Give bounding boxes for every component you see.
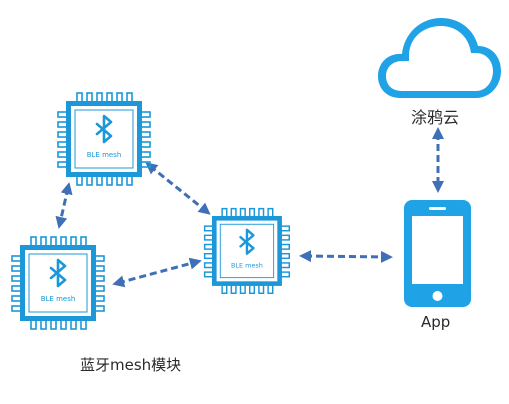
cloud-label: 涂鸦云 <box>411 108 460 127</box>
chip-pin <box>230 207 237 218</box>
chip-pin <box>106 175 113 186</box>
chip-pin <box>40 319 47 330</box>
chip-pin <box>30 236 37 247</box>
chip-pin <box>280 234 291 241</box>
cloud-inner <box>386 26 493 91</box>
smartphone-speaker <box>429 207 446 210</box>
chip-pin <box>221 284 228 295</box>
chip-pin <box>116 92 123 103</box>
chip-pin <box>126 92 133 103</box>
chip-pin <box>86 175 93 186</box>
chip-pin <box>203 243 214 250</box>
chip-pin <box>57 151 68 158</box>
chip-pin <box>96 92 103 103</box>
chip-pin <box>140 161 151 168</box>
chip-pin <box>280 252 291 260</box>
chip-pin <box>248 207 256 218</box>
chip-label: BLE mesh <box>41 295 76 303</box>
chip-pin <box>57 111 68 118</box>
chip-pin <box>80 236 87 247</box>
chip-pin <box>70 236 77 247</box>
chip-pin <box>280 243 291 250</box>
chip-pin <box>57 141 68 148</box>
chip-pin <box>267 207 274 218</box>
chip-pin <box>140 151 151 158</box>
chip-pin <box>94 285 105 292</box>
chip-pin <box>280 262 291 269</box>
chip-pin <box>50 236 57 247</box>
chip-center: BLE mesh <box>203 207 291 295</box>
chip-pin <box>140 141 151 148</box>
chip-pin <box>280 225 291 232</box>
chip-pin <box>94 275 105 282</box>
chip-pin <box>11 295 22 302</box>
chip-pin <box>40 236 47 247</box>
chip-pin <box>140 121 151 128</box>
chip-label: BLE mesh <box>87 151 122 159</box>
chip-pin <box>94 265 105 272</box>
chip-pin <box>96 175 103 186</box>
chip-pin <box>11 265 22 272</box>
chip-pin <box>70 319 77 330</box>
chip-pin <box>140 111 151 118</box>
chip-pin <box>11 285 22 292</box>
chip-pin <box>94 305 105 312</box>
mesh-module-label: 蓝牙mesh模块 <box>80 356 182 374</box>
chip-pin <box>126 175 133 186</box>
chip-pin <box>50 319 57 330</box>
chip-left: BLE mesh <box>11 236 105 330</box>
chip-pin <box>267 284 274 295</box>
chip-pin <box>280 271 291 278</box>
chip-pin <box>60 319 67 330</box>
chip-pin <box>60 236 67 247</box>
chip-pin <box>230 284 237 295</box>
chip-pin <box>94 255 105 262</box>
bluetooth-icon <box>239 228 255 255</box>
chip-pin <box>203 234 214 241</box>
chip-pin <box>248 284 256 295</box>
chip-pin <box>106 92 113 103</box>
chip-pin <box>80 319 87 330</box>
chip-pin <box>94 295 105 302</box>
chip-top: BLE mesh <box>57 92 151 186</box>
app-label: App <box>421 313 451 331</box>
bluetooth-icon <box>49 258 67 288</box>
chip-pin <box>86 92 93 103</box>
chip-pin <box>203 271 214 278</box>
chip-pin <box>11 305 22 312</box>
chip-pin <box>203 262 214 269</box>
chip-pin <box>76 175 83 186</box>
chip-border <box>74 109 134 169</box>
arrow-left-center <box>112 257 202 288</box>
chip-border <box>219 223 275 279</box>
bluetooth-icon <box>95 114 113 144</box>
chip-pin <box>76 92 83 103</box>
chip-pin <box>11 255 22 262</box>
chip-pin <box>57 161 68 168</box>
chip-pin <box>258 284 265 295</box>
arrow-top-left <box>55 182 73 229</box>
arrow-top-center <box>145 162 211 215</box>
chip-pin <box>57 131 68 138</box>
chip-pin <box>11 275 22 282</box>
chip-pin <box>239 207 246 218</box>
chip-pin <box>140 131 151 138</box>
smartphone-screen <box>412 216 463 284</box>
arrow-center-app <box>299 250 393 263</box>
chip-pin <box>239 284 246 295</box>
chip-label: BLE mesh <box>231 262 263 270</box>
chip-border <box>28 253 88 313</box>
chip-pin <box>203 225 214 232</box>
smartphone-home-button <box>432 291 443 301</box>
chip-pin <box>203 252 214 260</box>
chip-pin <box>30 319 37 330</box>
chip-pin <box>221 207 228 218</box>
chip-pin <box>116 175 123 186</box>
chip-pin <box>57 121 68 128</box>
chip-pin <box>258 207 265 218</box>
